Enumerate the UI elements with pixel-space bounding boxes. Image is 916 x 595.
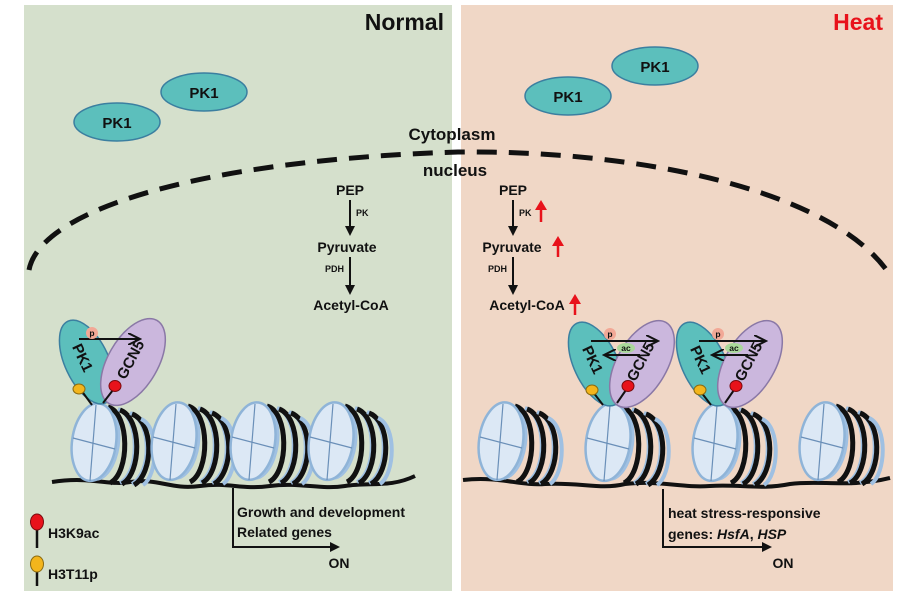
metabolite-acetyl-coa: Acetyl-CoA: [313, 297, 388, 313]
acetylation-badge: ac: [621, 343, 631, 353]
heat-gene-line2: genes: HsfA, HSP: [668, 526, 787, 542]
gene-separator: ,: [750, 526, 758, 542]
gene-hsp: HSP: [757, 526, 786, 542]
heat-cytoplasm-pk1-1: PK1: [524, 76, 612, 116]
metabolite-pyruvate: Pyruvate: [317, 239, 376, 255]
enzyme-pdh: PDH: [325, 264, 344, 274]
pk1-label: PK1: [189, 85, 218, 102]
enzyme-pk: PK: [519, 208, 532, 218]
h3t11p-marker: [693, 384, 712, 406]
legend-item-h3t11p: H3T11p: [30, 555, 98, 586]
enzyme-pk: PK: [356, 208, 369, 218]
normal-gene-line2: Related genes: [237, 524, 332, 540]
heat-gene-line1: heat stress-responsive: [668, 505, 821, 521]
genes-prefix: genes:: [668, 526, 717, 542]
phosphorylation-badge: p: [89, 328, 94, 338]
normal-pk1-gcn5-complex: PK1 GCN5 p: [58, 317, 167, 407]
normal-gene-line1: Growth and development: [237, 504, 405, 520]
heat-pk1-gcn5-complex-1: PK1 GCN5 p ac: [567, 319, 676, 409]
legend-label-h3t11p: H3T11p: [48, 566, 98, 582]
normal-title: Normal: [365, 9, 444, 35]
metabolite-pep: PEP: [499, 182, 527, 198]
heat-dna-strand: [462, 476, 891, 489]
heat-metabolic-pathway: PEP PK Pyruvate PDH Acetyl-CoA: [482, 182, 581, 315]
legend-label-h3k9ac: H3K9ac: [48, 525, 100, 541]
up-arrow-icon: [569, 294, 581, 315]
pk1-label: PK1: [102, 115, 131, 132]
normal-gene-activation: Growth and development Related genes ON: [232, 488, 405, 571]
heat-on-status: ON: [773, 555, 794, 571]
normal-dna-strand: [51, 474, 416, 490]
heat-title: Heat: [833, 9, 883, 35]
normal-cytoplasm-pk1-2: PK1: [160, 72, 248, 112]
acetylation-badge: ac: [729, 343, 739, 353]
enzyme-pdh: PDH: [488, 264, 507, 274]
pk1-label: PK1: [640, 59, 669, 76]
heat-cytoplasm-pk1-2: PK1: [611, 46, 699, 86]
normal-on-status: ON: [329, 555, 350, 571]
h3k9ac-legend-icon: [30, 513, 44, 531]
phosphorylation-badge: p: [715, 329, 720, 339]
cytoplasm-label: Cytoplasm: [409, 125, 496, 144]
phosphorylation-badge: p: [607, 329, 612, 339]
gene-hsfa: HsfA: [717, 526, 750, 542]
h3t11p-marker: [585, 384, 604, 406]
heat-gene-activation: heat stress-responsive genes: HsfA, HSP …: [662, 489, 821, 571]
up-arrow-icon: [552, 236, 564, 257]
h3t11p-legend-icon: [30, 555, 44, 573]
h3t11p-marker: [72, 383, 93, 406]
normal-metabolic-pathway: PEP PK Pyruvate PDH Acetyl-CoA: [313, 182, 388, 313]
pk1-label: PK1: [553, 89, 582, 106]
nucleus-label: nucleus: [423, 161, 487, 180]
legend: H3K9ac H3T11p: [30, 513, 100, 586]
h3k9ac-marker: [724, 380, 743, 404]
legend-item-h3k9ac: H3K9ac: [30, 513, 100, 548]
heat-pk1-gcn5-complex-2: PK1 GCN5 p ac: [675, 319, 784, 409]
h3k9ac-marker: [616, 380, 635, 404]
up-arrow-icon: [535, 200, 547, 222]
metabolite-acetyl-coa: Acetyl-CoA: [489, 297, 564, 313]
metabolite-pep: PEP: [336, 182, 364, 198]
metabolite-pyruvate: Pyruvate: [482, 239, 541, 255]
nuclear-membrane: [26, 149, 891, 274]
h3k9ac-marker: [102, 380, 122, 404]
normal-cytoplasm-pk1-1: PK1: [73, 102, 161, 142]
